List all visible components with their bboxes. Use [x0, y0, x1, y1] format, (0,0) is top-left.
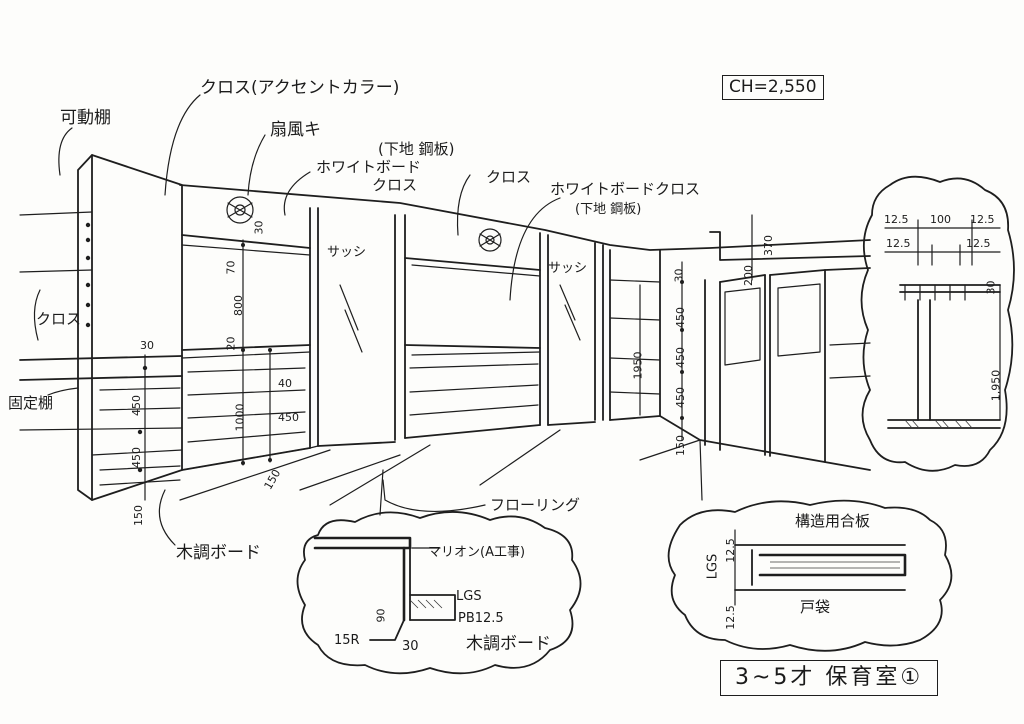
fan-label: 扇風キ	[270, 120, 321, 140]
wood-board-label: 木調ボード	[176, 543, 261, 563]
dim-sec-30: 30	[984, 280, 998, 295]
lgs-label-1: LGS	[456, 589, 482, 604]
movable-shelf-label: 可動棚	[60, 108, 111, 128]
wood-board-detail-label: 木調ボード	[466, 634, 551, 654]
shelf-holes	[85, 222, 684, 473]
radius-label: 15R	[334, 633, 360, 648]
cloth-left-label: クロス	[36, 310, 82, 328]
structural-plywood-label: 構造用合板	[795, 512, 871, 530]
cloth-accent-label: クロス(アクセントカラー)	[200, 78, 400, 98]
dim-wb-70: 70	[224, 260, 238, 275]
dim-corner-1950: 1950	[631, 351, 645, 380]
leader-lines	[33, 94, 703, 546]
dim-corner-450c: 450	[674, 387, 687, 408]
sash-label-2: サッシ	[548, 261, 588, 276]
glass-marks	[339, 284, 581, 353]
drawing-title: 3~5才 保育室①	[720, 660, 939, 696]
dim-sec-12-5-a: 12.5	[884, 213, 909, 226]
fixed-shelf-label: 固定棚	[8, 394, 54, 412]
dim-corner-450a: 450	[674, 307, 687, 328]
section-bubble	[860, 175, 1015, 472]
steel-base-label-1: (下地 鋼板)	[378, 140, 455, 158]
dim-shelf-150: 150	[132, 505, 145, 526]
dim-wb-30: 30	[252, 220, 266, 235]
dim-sec-12-5-d: 12.5	[966, 237, 991, 250]
dim-corner-150: 150	[674, 435, 687, 456]
dim-corner-370: 370	[762, 235, 775, 256]
flooring-label: フローリング	[490, 496, 581, 514]
dim-corner-200: 200	[742, 265, 755, 286]
dim-sec-12-5-c: 12.5	[886, 237, 911, 250]
ceiling-height-box: CH=2,550	[722, 75, 824, 100]
dim-sec-12-5-b: 12.5	[970, 213, 995, 226]
dim-wb-20: 20	[224, 336, 238, 351]
mullion-label: マリオン(A工事)	[428, 545, 526, 560]
dim-corner-450b: 450	[674, 347, 687, 368]
door-pocket-bubble	[667, 499, 953, 652]
dim-wb-800: 800	[232, 295, 245, 316]
dim-wb-450: 450	[278, 411, 299, 424]
fan-icon	[226, 196, 502, 252]
dim-wb-40: 40	[278, 377, 292, 390]
dim-det-90: 90	[374, 608, 388, 623]
mullion-bubble	[296, 511, 582, 675]
steel-base-label-2: (下地 鋼板)	[575, 202, 642, 217]
dim-shelf-450a: 450	[130, 395, 143, 416]
sash-label-1: サッシ	[327, 245, 367, 260]
cloth-label-1b: クロス	[372, 176, 418, 194]
dim-corner-30: 30	[672, 268, 686, 283]
dim-sec-100: 100	[930, 213, 951, 226]
dim-sec-1950: 1,950	[989, 369, 1003, 402]
dimension-lines	[144, 214, 753, 501]
door-pocket-label: 戸袋	[800, 598, 831, 616]
dim-wb-1000: 1000	[233, 403, 247, 432]
room-lines	[19, 154, 871, 506]
dim-dp-12-5-a: 12.5	[723, 538, 737, 563]
whiteboard-label-1: ホワイトボード	[316, 158, 422, 176]
dim-dp-12-5-b: 12.5	[723, 605, 737, 630]
dim-shelf-30: 30	[140, 339, 154, 352]
dim-shelf-450b: 450	[130, 447, 143, 468]
cloth-center-label: クロス	[486, 168, 532, 186]
dim-det-30: 30	[402, 639, 419, 654]
whiteboard-cloth-label-2: ホワイトボードクロス	[550, 180, 701, 198]
pb-label: PB12.5	[458, 611, 504, 626]
wood-board-lines	[99, 363, 539, 486]
lgs-label-2: LGS	[705, 553, 721, 580]
